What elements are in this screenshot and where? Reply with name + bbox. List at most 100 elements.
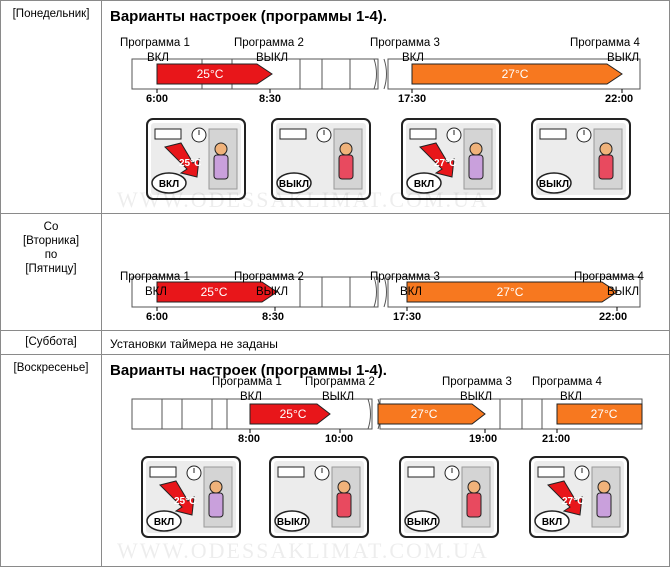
program-state: ВЫКЛ — [256, 286, 288, 298]
ac-unit-icon — [407, 466, 435, 478]
day-label: [Вторника] — [22, 235, 80, 247]
scene-state: ВЫКЛ — [539, 179, 569, 190]
program-state: ВКЛ — [240, 391, 262, 403]
person-icon — [339, 142, 353, 156]
person-icon — [597, 480, 611, 494]
scene-temp: 27°C — [562, 496, 584, 507]
program-bar-red — [249, 403, 331, 425]
time-label: 8:30 — [259, 93, 281, 105]
program-label: Программа 4 — [532, 376, 602, 388]
person-icon — [467, 480, 481, 494]
program-label: Программа 1 — [120, 271, 190, 283]
sunday-timeline: 25°C 27°C 27°C Программа 1 ВКЛ Программа… — [131, 376, 643, 538]
program-label: Программа 1 — [120, 37, 190, 49]
program-label: Программа 2 — [234, 37, 304, 49]
program-bar-orange — [411, 63, 623, 85]
airflow-arrow-icon — [419, 142, 455, 178]
program-label: Программа 3 — [370, 37, 440, 49]
time-label: 8:00 — [238, 433, 260, 445]
time-label: 22:00 — [605, 93, 633, 105]
scene-panel: ВЫКЛ — [271, 118, 371, 200]
program-bar-orange — [406, 281, 618, 303]
day-label: по — [44, 249, 58, 261]
day-label: [Пятницу] — [25, 263, 77, 275]
program-bar-orange — [377, 403, 486, 425]
section-title: Варианты настроек (программы 1-4). — [110, 8, 387, 25]
scene-state: ВКЛ — [542, 517, 562, 528]
scene-temp: 25°C — [179, 158, 201, 169]
program-label: Программа 2 — [305, 376, 375, 388]
day-sunday: [Воскресенье] — [0, 354, 102, 567]
temp-label: 25°C — [197, 67, 224, 81]
program-label: Программа 3 — [442, 376, 512, 388]
day-label: Со — [43, 221, 59, 233]
saturday-content: Установки таймера не заданы — [101, 330, 670, 355]
airflow-arrow-icon — [159, 480, 195, 516]
scene-temp: 27°C — [434, 158, 456, 169]
ac-unit-icon — [409, 128, 437, 140]
day-label: [Суббота] — [25, 336, 77, 348]
person-icon — [214, 142, 228, 156]
program-state: ВКЛ — [402, 52, 424, 64]
row-tuesday-friday: Со [Вторника] по [Пятницу] 25°C 27°C Про… — [0, 213, 670, 331]
row-sunday: [Воскресенье] Варианты настроек (програм… — [0, 354, 670, 567]
day-monday: [Понедельник] — [0, 0, 102, 214]
row-monday: [Понедельник] Варианты настроек (програм… — [0, 0, 670, 214]
day-tuesday-friday: Со [Вторника] по [Пятницу] — [0, 213, 102, 331]
program-state: ВЫКЛ — [607, 286, 639, 298]
day-label: [Воскресенье] — [13, 362, 89, 374]
ac-unit-icon — [277, 466, 305, 478]
scene-state: ВЫКЛ — [277, 517, 307, 528]
ac-unit-icon — [154, 128, 182, 140]
time-label: 19:00 — [469, 433, 497, 445]
time-label: 8:30 — [262, 311, 284, 323]
program-label: Программа 4 — [570, 37, 640, 49]
sunday-content: Варианты настроек (программы 1-4). 25°C … — [101, 354, 670, 567]
program-label: Программа 1 — [212, 376, 282, 388]
tuefri-content: 25°C 27°C Программа 1 ВКЛ Программа 2 ВЫ… — [101, 213, 670, 331]
scene-temp: 25°C — [174, 496, 196, 507]
monday-content: Варианты настроек (программы 1-4). 25°C … — [101, 0, 670, 214]
program-state: ВЫКЛ — [607, 52, 639, 64]
time-label: 6:00 — [146, 311, 168, 323]
program-state: ВЫКЛ — [460, 391, 492, 403]
program-state: ВЫКЛ — [322, 391, 354, 403]
temp-label: 25°C — [201, 285, 228, 299]
temp-label: 27°C — [591, 407, 618, 421]
time-label: 22:00 — [599, 311, 627, 323]
time-label: 10:00 — [325, 433, 353, 445]
person-icon — [599, 142, 613, 156]
program-state: ВКЛ — [145, 286, 167, 298]
program-state: ВКЛ — [560, 391, 582, 403]
scene-state: ВКЛ — [414, 179, 434, 190]
row-saturday: [Суббота] Установки таймера не заданы — [0, 330, 670, 355]
temp-label: 25°C — [280, 407, 307, 421]
ac-unit-icon — [539, 128, 567, 140]
scene-state: ВЫКЛ — [279, 179, 309, 190]
scene-state: ВЫКЛ — [407, 517, 437, 528]
person-icon — [337, 480, 351, 494]
time-label: 21:00 — [542, 433, 570, 445]
ac-unit-icon — [537, 466, 565, 478]
program-state: ВЫКЛ — [256, 52, 288, 64]
program-bar-red — [156, 281, 278, 303]
airflow-arrow-icon — [164, 142, 200, 178]
ac-unit-icon — [279, 128, 307, 140]
program-state: ВКЛ — [400, 286, 422, 298]
program-state: ВКЛ — [147, 52, 169, 64]
program-label: Программа 4 — [574, 271, 644, 283]
person-icon — [209, 480, 223, 494]
section-title: Варианты настроек (программы 1-4). — [110, 362, 387, 379]
temp-label: 27°C — [502, 67, 529, 81]
program-bar-red — [156, 63, 273, 85]
program-label: Программа 3 — [370, 271, 440, 283]
program-bar-orange — [556, 403, 643, 425]
time-label: 17:30 — [393, 311, 421, 323]
day-saturday: [Суббота] — [0, 330, 102, 355]
